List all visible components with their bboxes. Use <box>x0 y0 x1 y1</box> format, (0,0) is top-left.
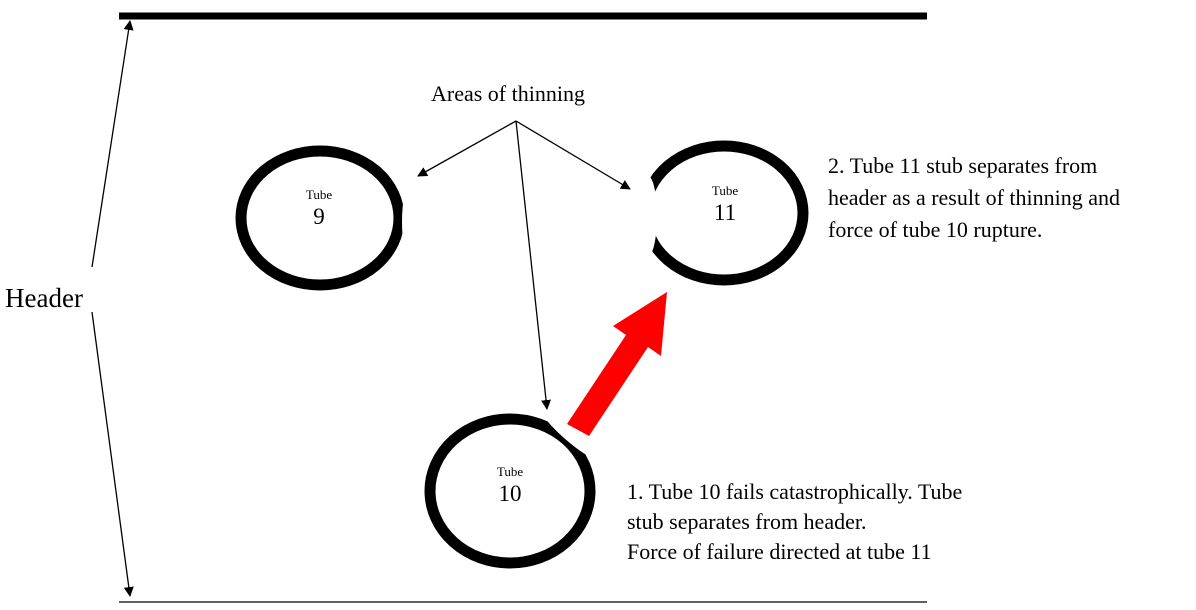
tube-10-ring <box>424 413 596 569</box>
tube-11-note: 2. Tube 11 stub separates from header as… <box>828 150 1120 246</box>
tube-10-note-line-2: stub separates from header. <box>627 509 867 534</box>
thinning-arrow-tube-9 <box>417 120 517 177</box>
tube-9-number: 9 <box>313 204 325 230</box>
header-arrow-down <box>91 311 134 597</box>
tube-11-label: Tube 11 <box>695 183 755 228</box>
tube-11-note-line-3: force of tube 10 rupture. <box>828 217 1043 242</box>
tube-11-number: 11 <box>713 200 737 226</box>
tube-11-word: Tube <box>711 183 739 198</box>
tube-11-note-line-2: header as a result of thinning and <box>828 185 1121 210</box>
force-arrow <box>567 292 667 436</box>
areas-of-thinning-label: Areas of thinning <box>431 81 585 106</box>
tube-10-note: 1. Tube 10 fails catastrophically. Tube … <box>627 477 962 567</box>
tube-10-note-line-3: Force of failure directed at tube 11 <box>627 539 932 564</box>
tube-9-ring <box>235 145 405 291</box>
thinning-arrow-tube-11 <box>515 120 631 190</box>
tube-10-number: 10 <box>498 481 522 507</box>
tube-10-word: Tube <box>496 464 524 479</box>
tube-10-label: Tube 10 <box>480 464 540 509</box>
tube-9-label: Tube 9 <box>289 187 349 232</box>
tube-10-note-line-1: 1. Tube 10 fails catastrophically. Tube <box>627 479 963 504</box>
tube-11-note-line-1: 2. Tube 11 stub separates from <box>828 153 1098 178</box>
tube-9-word: Tube <box>305 187 333 202</box>
header-label: Header <box>5 283 83 313</box>
thinning-arrow-tube-10 <box>515 120 552 410</box>
header-arrow-up <box>91 20 134 268</box>
tube-11-ring <box>639 140 809 286</box>
